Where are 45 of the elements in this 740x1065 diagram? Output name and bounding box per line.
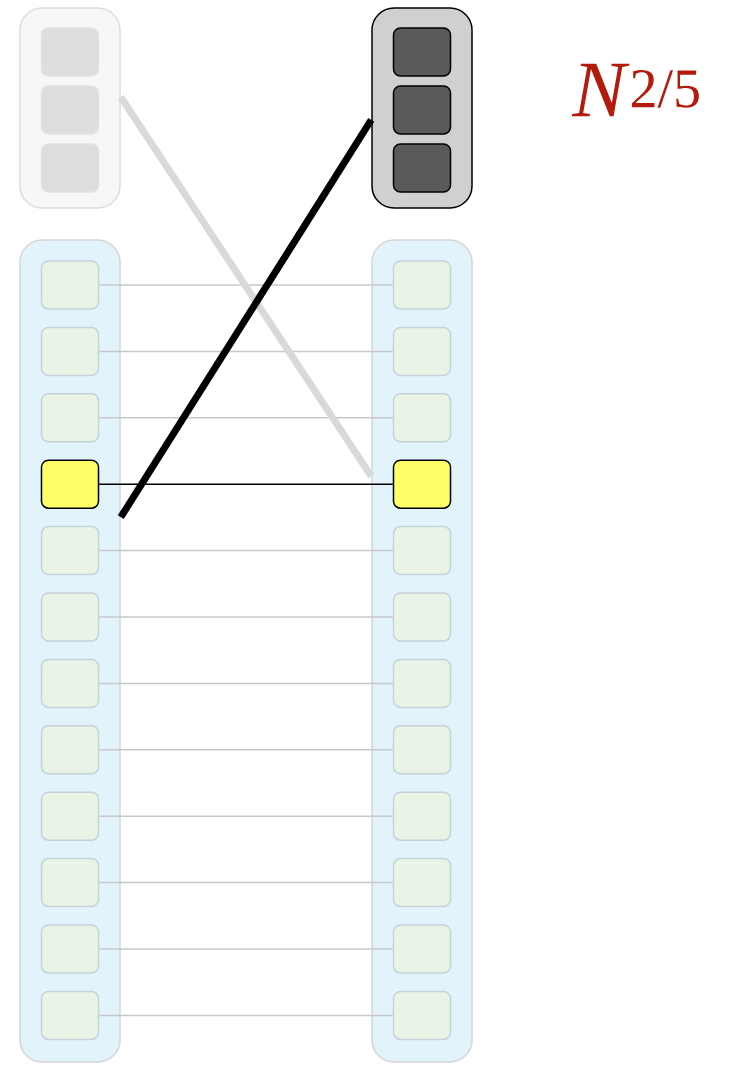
slot-box [40,592,100,642]
slot-box [40,525,100,576]
slot-box [392,326,452,377]
connector-line [98,284,394,286]
connector-line [98,881,394,884]
connector-line [98,749,394,751]
slot-box [40,658,100,709]
slot-box [392,393,452,443]
connector-line [117,118,375,520]
slot-box [40,924,100,974]
exponent-label: N$^{2/5}$ [571,63,699,117]
slot-box [40,990,100,1041]
slot-box [40,85,100,135]
slot-box [40,857,100,908]
highlighted-slot [40,459,100,509]
slot-box [392,990,452,1041]
connector-line [98,483,394,485]
slot-box [392,924,452,974]
slot-box [40,326,100,377]
slot-box [392,525,452,576]
connector-line [98,417,394,419]
connector-line [98,616,394,618]
slot-box [392,857,452,908]
slot-box [392,658,452,709]
connector-line [98,350,394,353]
connector-line [98,682,394,685]
slot-box [40,791,100,841]
slot-box [40,725,100,775]
connector-line [98,1014,394,1017]
slot-box [392,260,452,310]
slot-box [392,791,452,841]
slot-box [40,393,100,443]
connector-line [98,948,394,950]
slot-box [392,725,452,775]
slot-box [392,85,452,135]
slot-box [40,260,100,310]
slot-box [392,27,452,77]
connector-line [98,549,394,552]
slot-box [40,27,100,77]
slot-box [40,143,100,193]
highlighted-slot [392,459,452,509]
slot-box [392,592,452,642]
slot-box [392,143,452,193]
connector-line [98,815,394,817]
connector-line [117,95,375,479]
